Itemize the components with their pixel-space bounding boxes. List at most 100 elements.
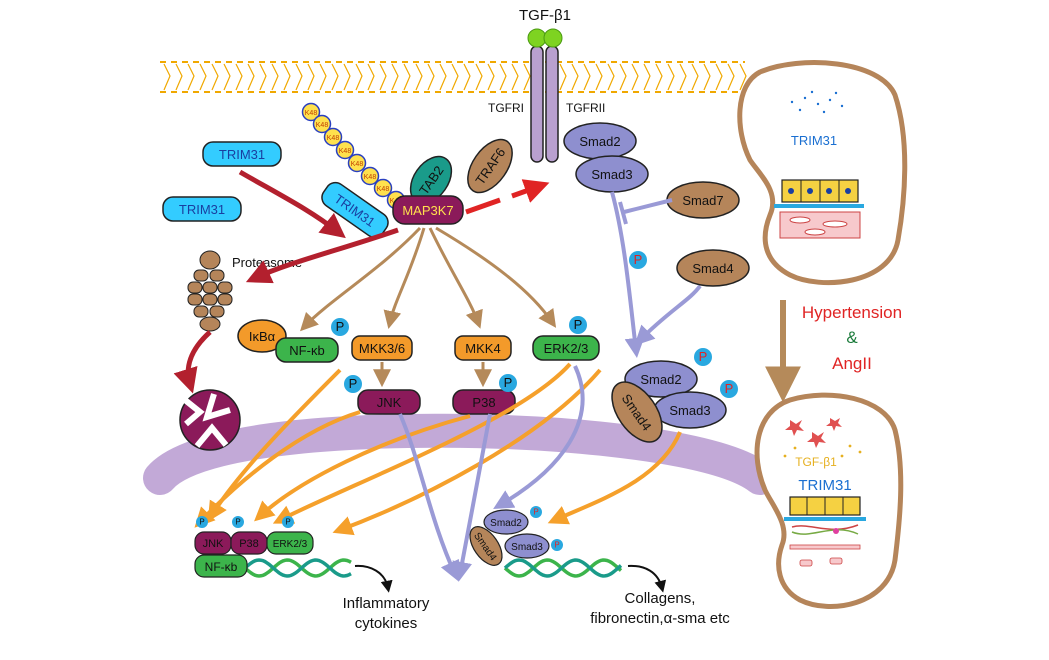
trim31-node-a: TRIM31 [202, 141, 282, 167]
phospho-label: P [574, 317, 583, 332]
phospho-badge [720, 380, 738, 398]
svg-text:Smad4: Smad4 [692, 261, 733, 276]
svg-text:Smad2: Smad2 [579, 134, 620, 149]
kidney-bottom-trim31-label: TRIM31 [798, 477, 851, 494]
output-fibronectin-label: fibronectin,α-sma etc [590, 610, 730, 627]
smad3-receptor-node: Smad3 [575, 155, 649, 193]
nfkb-node: NF-κb [275, 337, 339, 363]
k48-label: K48 [316, 122, 329, 129]
k48-ubiquitin-chain: K48K48K48K48K48K48K48K48 [301, 102, 406, 210]
phospho-label: P [336, 319, 345, 334]
smad7-node: Smad7 [666, 181, 740, 219]
nuc-nfkb-label: NF-κb [205, 560, 238, 574]
smad3-complex-node: Smad3 [653, 391, 727, 429]
svg-text:Smad3: Smad3 [591, 167, 632, 182]
p38-node: P38 [452, 389, 516, 415]
smad2-complex-node: Smad2 [624, 360, 698, 398]
phospho-badge [530, 506, 542, 518]
phospho-badge [232, 516, 244, 528]
phospho-badge [551, 539, 563, 551]
dna-helix-right [503, 558, 623, 578]
tgf-beta1-label: TGF-β1 [519, 7, 571, 24]
nuclear-kinase-complex: JNK P38 ERK2/3 NF-κb [194, 531, 314, 578]
svg-text:Smad2: Smad2 [640, 372, 681, 387]
phospho-label: P [725, 381, 734, 396]
phospho-badge [569, 316, 587, 334]
tgfrii-label: TGFRII [566, 101, 605, 115]
k48-ubiquitin-bead [323, 127, 343, 147]
erk23-node: ERK2/3 [532, 335, 600, 361]
mkk36-node: MKK3/6 [351, 335, 413, 361]
angii-label: AngII [832, 354, 872, 373]
svg-text:TRIM31: TRIM31 [179, 202, 225, 217]
kidney-bottom-tgf-label: TGF-β1 [795, 455, 837, 469]
output-cytokines-label: cytokines [355, 615, 418, 632]
phospho-label: P [554, 541, 559, 550]
nuc-smad3-label: Smad3 [511, 542, 543, 553]
tgfri-label: TGFRI [488, 101, 524, 115]
phospho-label: P [504, 375, 513, 390]
phospho-badge [331, 318, 349, 336]
k48-label: K48 [377, 186, 390, 193]
output-collagens-label: Collagens, [625, 590, 696, 607]
output-inflammatory-label: Inflammatory [343, 595, 430, 612]
svg-text:NF-κb: NF-κb [289, 343, 324, 358]
nuc-smad2-label: Smad2 [490, 518, 522, 529]
phospho-label: P [349, 376, 358, 391]
map3k7-node: MAP3K7 [392, 195, 464, 225]
k48-ubiquitin-bead [312, 114, 332, 134]
ikba-node: IκBα [237, 319, 287, 353]
proteasome-icon [187, 250, 233, 332]
k48-label: K48 [327, 135, 340, 142]
dna-helix-left [243, 558, 352, 578]
phospho-label: P [699, 349, 708, 364]
svg-text:MAP3K7: MAP3K7 [402, 203, 453, 218]
trim31-node-b: TRIM31 [162, 196, 242, 222]
traf6-node: TRAF6 [467, 138, 513, 194]
ampersand-label: & [846, 328, 858, 347]
phospho-label: P [285, 518, 290, 527]
phospho-label: P [199, 518, 204, 527]
svg-text:Smad3: Smad3 [669, 403, 710, 418]
svg-text:MKK3/6: MKK3/6 [359, 341, 405, 356]
cell-membrane [160, 61, 747, 93]
svg-text:MKK4: MKK4 [465, 341, 500, 356]
k48-label: K48 [339, 148, 352, 155]
nuclear-smad-complex: Smad2 Smad3 Smad4 [469, 509, 550, 566]
smad2-receptor-node: Smad2 [563, 122, 637, 160]
phospho-badge [694, 348, 712, 366]
smad4-node: Smad4 [676, 249, 750, 287]
svg-text:JNK: JNK [377, 395, 402, 410]
svg-text:TRIM31: TRIM31 [219, 147, 265, 162]
svg-text:ERK2/3: ERK2/3 [544, 341, 589, 356]
svg-text:Smad7: Smad7 [682, 193, 723, 208]
nuclear-membrane [143, 413, 777, 495]
phospho-badge [629, 251, 647, 269]
nuc-erk-label: ERK2/3 [273, 539, 308, 550]
phospho-label: P [235, 518, 240, 527]
nuc-p38-label: P38 [239, 538, 259, 550]
kidney-injured-illustration [754, 392, 904, 609]
phospho-badge [196, 516, 208, 528]
phospho-badge [344, 375, 362, 393]
svg-text:IκBα: IκBα [249, 329, 276, 344]
degraded-protein-icon [179, 389, 241, 451]
k48-ubiquitin-bead [301, 102, 321, 122]
k48-ubiquitin-bead [373, 178, 393, 198]
nuc-jnk-label: JNK [203, 538, 224, 550]
tab2-node: TAB2 [409, 155, 453, 205]
k48-ubiquitin-bead [335, 140, 355, 160]
arrows-layer [173, 169, 801, 593]
k48-ubiquitin-bead [347, 153, 367, 173]
jnk-node: JNK [357, 389, 421, 415]
k48-ubiquitin-bead [360, 166, 380, 186]
smad4-complex-node: Smad4 [611, 381, 663, 443]
kidney-top-trim31-label: TRIM31 [791, 133, 837, 148]
phospho-label: P [634, 252, 643, 267]
phospho-badge [282, 516, 294, 528]
svg-text:P38: P38 [472, 395, 495, 410]
k48-label: K48 [364, 174, 377, 181]
